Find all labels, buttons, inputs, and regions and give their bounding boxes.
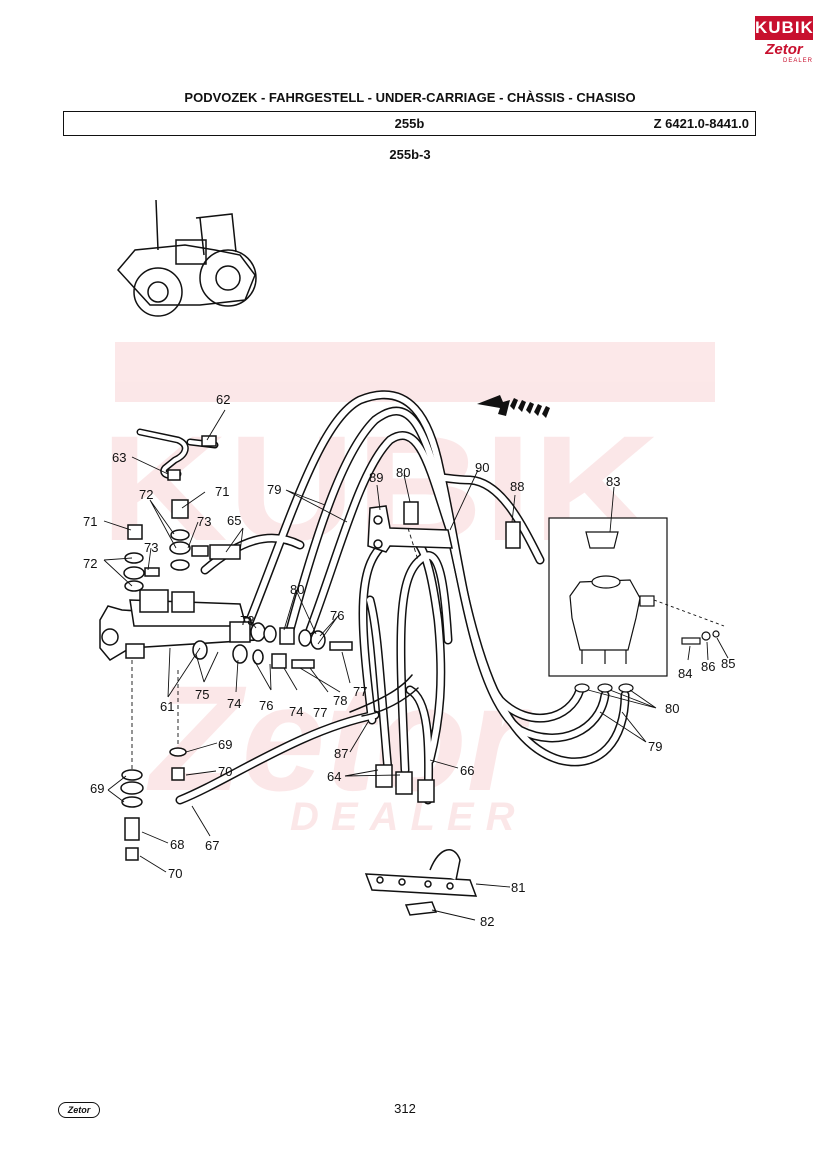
label-80: 80 [290, 582, 304, 597]
label-67: 67 [205, 838, 219, 853]
clutch-cylinder [367, 501, 521, 553]
watermark-tag: DEALER [290, 795, 526, 839]
fittings-and-seals [120, 499, 435, 861]
watermark-sub: Zetor [146, 654, 533, 822]
label-74: 74 [289, 704, 303, 719]
label-77: 77 [353, 684, 367, 699]
label-79: 79 [648, 739, 662, 754]
label-88: 88 [510, 479, 524, 494]
label-86: 86 [701, 659, 715, 674]
label-73: 73 [144, 540, 158, 555]
page-title: PODVOZEK - FAHRGESTELL - UNDER-CARRIAGE … [184, 90, 636, 105]
label-69: 69 [90, 781, 104, 796]
brake-pipe-62 [136, 428, 219, 481]
part-labels: 62 63 71 72 79 89 80 90 88 83 71 73 65 7… [83, 392, 735, 929]
logo-tag: DEALER [783, 58, 814, 64]
page-number: 312 [394, 1101, 416, 1116]
label-90: 90 [475, 460, 489, 475]
label-74: 74 [227, 696, 241, 711]
direction-arrow [477, 395, 550, 418]
label-84: 84 [678, 666, 692, 681]
logo-sub: Zetor [765, 41, 803, 58]
section-code: 255b [394, 116, 425, 131]
label-87: 87 [334, 746, 348, 761]
label-70: 70 [168, 866, 182, 881]
label-79: 79 [267, 482, 281, 497]
watermark: KUBIK Zetor DEALER [100, 342, 715, 839]
logo-brand: KUBIK [755, 18, 814, 37]
model-range: Z 6421.0-8441.0 [653, 116, 749, 131]
label-68: 68 [170, 837, 184, 852]
label-71: 71 [215, 484, 229, 499]
brake-hoses [175, 390, 630, 805]
master-cylinder [99, 589, 257, 661]
label-82: 82 [480, 914, 494, 929]
label-63: 63 [112, 450, 126, 465]
label-81: 81 [511, 880, 525, 895]
label-83: 83 [606, 474, 620, 489]
leader-lines [103, 409, 729, 921]
header-box: 255b Z 6421.0-8441.0 [63, 111, 756, 136]
label-73: 73 [197, 514, 211, 529]
label-77: 77 [313, 705, 327, 720]
label-89: 89 [369, 470, 383, 485]
label-72: 72 [139, 487, 153, 502]
bracket-81 [364, 849, 478, 916]
label-85: 85 [721, 656, 735, 671]
figure-code: 255b-3 [389, 147, 431, 162]
label-65: 65 [227, 513, 241, 528]
label-66: 66 [460, 763, 474, 778]
label-80: 80 [665, 701, 679, 716]
reservoir-box [548, 517, 668, 693]
bolt-and-washers [681, 630, 720, 645]
label-78: 78 [240, 613, 254, 628]
label-64: 64 [327, 769, 341, 784]
label-62: 62 [216, 392, 230, 407]
label-71: 71 [83, 514, 97, 529]
label-72: 72 [83, 556, 97, 571]
label-76: 76 [330, 608, 344, 623]
label-78: 78 [333, 693, 347, 708]
tractor-sketch [117, 199, 257, 317]
label-61: 61 [160, 699, 174, 714]
logo-red-box [755, 16, 813, 40]
label-76: 76 [259, 698, 273, 713]
label-69: 69 [218, 737, 232, 752]
label-75: 75 [195, 687, 209, 702]
footer-zetor-logo: Zetor [58, 1102, 100, 1118]
label-70: 70 [218, 764, 232, 779]
kubik-zetor-logo: KUBIK Zetor DEALER [755, 16, 813, 68]
label-80: 80 [396, 465, 410, 480]
